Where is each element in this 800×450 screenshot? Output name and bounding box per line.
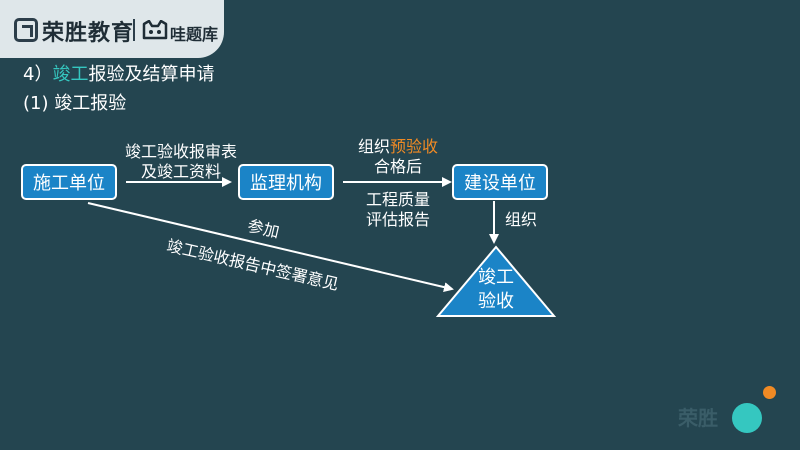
logo-bar: 荣胜教育 哇题库 (0, 0, 224, 58)
arrow-contractor-to-acceptance (87, 202, 454, 293)
heading-prefix: 4） (23, 64, 53, 85)
decor-dot-orange (763, 386, 776, 399)
brand-name: 荣胜教育 (42, 21, 135, 46)
edge-label-pre-acceptance-line2: 合格后 (373, 157, 422, 176)
edge-label-submission: 竣工验收报审表 及竣工资料 (120, 142, 242, 182)
edge-label-quality-report: 工程质量 评估报告 (350, 190, 446, 230)
watermark-text: 荣胜 (678, 406, 718, 430)
node-contractor: 施工单位 (21, 164, 117, 200)
cat-face-icon (142, 20, 168, 40)
decor-dot-teal (732, 403, 762, 433)
node-acceptance: 竣工 验收 (466, 266, 526, 314)
section-heading: 4）竣工报验及结算申请 (23, 60, 214, 86)
edge-label-submission-line1: 竣工验收报审表 (124, 142, 237, 161)
node-supervisor: 监理机构 (238, 164, 334, 200)
logo-divider (133, 19, 135, 41)
brand-logo-icon (14, 18, 38, 42)
brand-sub-name: 哇题库 (170, 25, 219, 44)
acceptance-line2: 验收 (478, 291, 514, 312)
edge-label-pre-acceptance-prefix: 组织 (357, 137, 390, 156)
edge-label-quality-report-line2: 评估报告 (365, 210, 430, 229)
edge-label-pre-acceptance: 组织预验收 合格后 (350, 137, 446, 177)
acceptance-line1: 竣工 (478, 267, 514, 288)
acceptance-triangle (435, 245, 557, 317)
node-owner: 建设单位 (452, 164, 548, 200)
edge-label-quality-report-line1: 工程质量 (365, 190, 430, 209)
section-subheading: (1) 竣工报验 (23, 93, 127, 114)
heading-rest: 报验及结算申请 (88, 64, 215, 85)
edge-label-submission-line2: 及竣工资料 (140, 162, 221, 181)
heading-highlight: 竣工 (52, 64, 89, 85)
edge-label-organize: 组织 (505, 210, 538, 229)
edge-label-pre-acceptance-highlight: 预验收 (390, 137, 439, 156)
